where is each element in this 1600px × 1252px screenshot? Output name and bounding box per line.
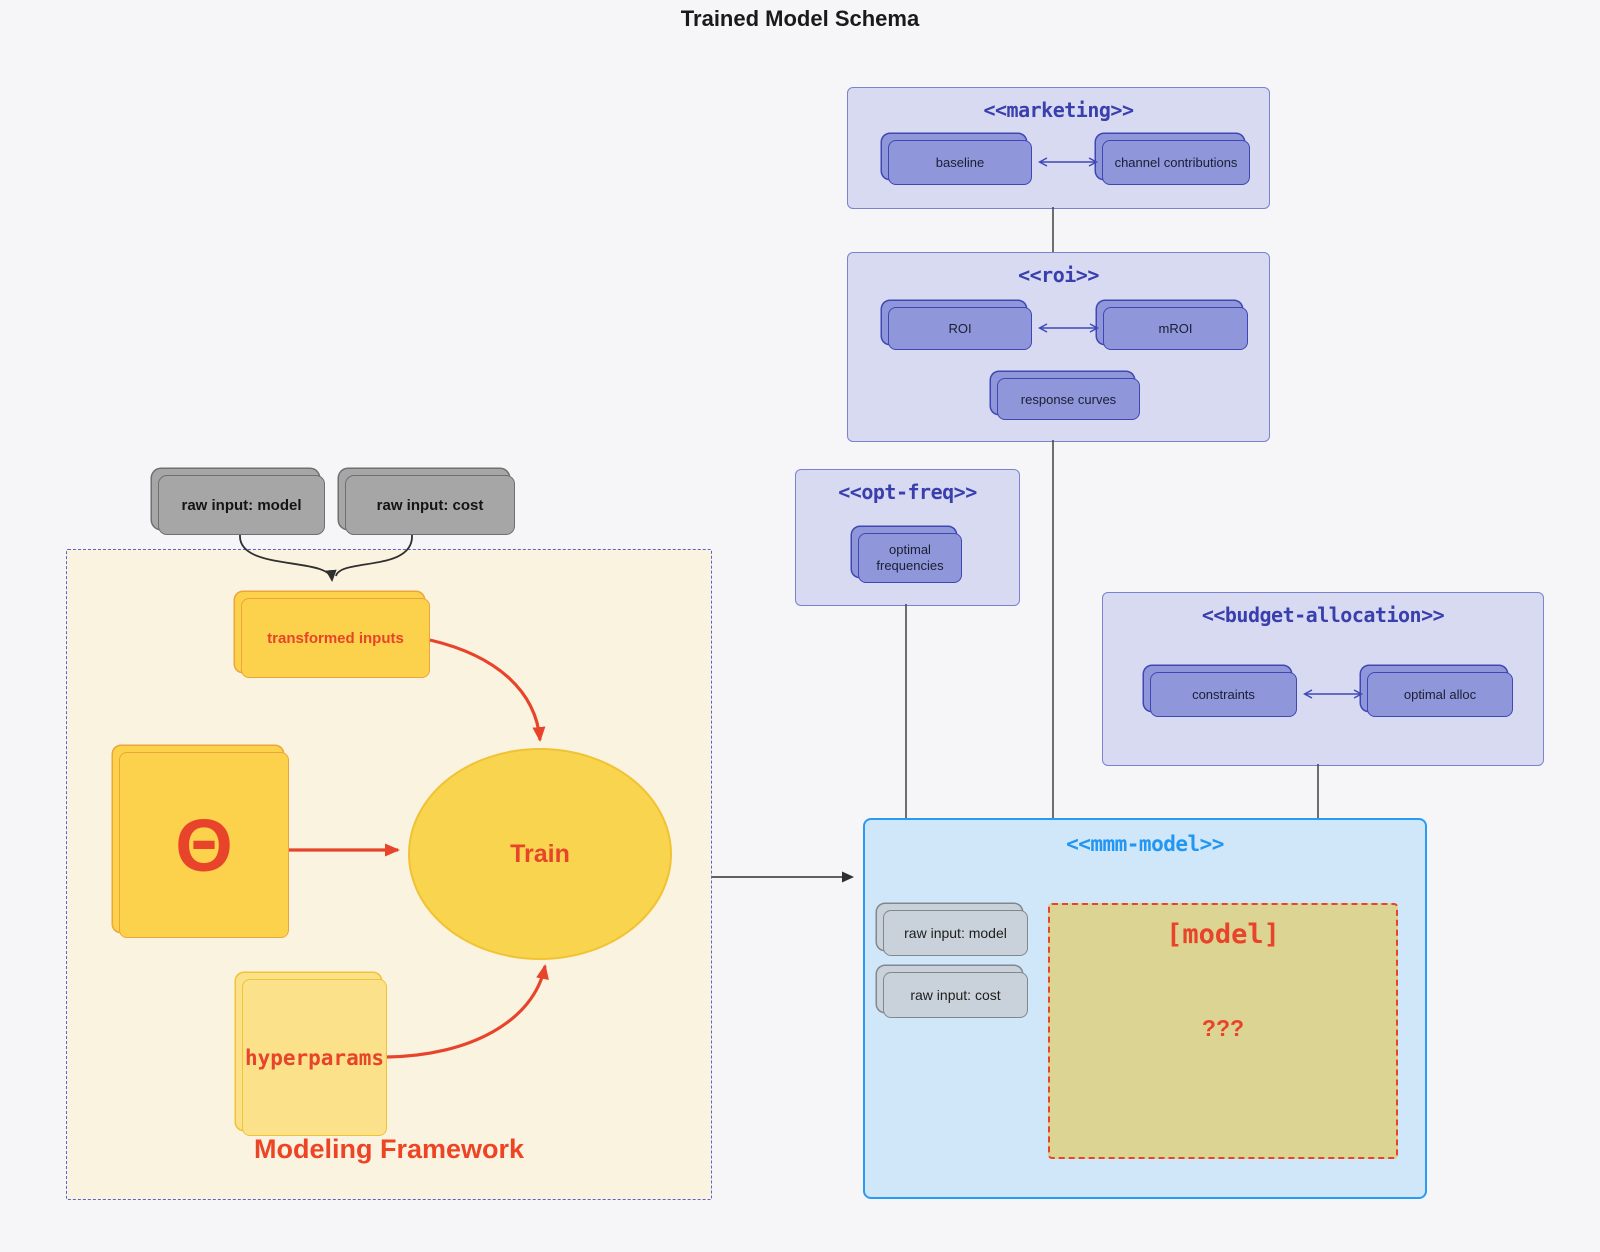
group-opt-freq-title: <<opt-freq>> <box>838 480 977 504</box>
node-roi: ROI <box>888 307 1032 350</box>
node-train: Train <box>408 748 672 960</box>
model-placeholder-title: [model] <box>1166 919 1280 950</box>
node-theta: Θ <box>119 752 289 938</box>
model-placeholder-body: ??? <box>1201 1015 1245 1041</box>
node-channel-contributions: channel contributions <box>1102 140 1250 185</box>
group-marketing-title: <<marketing>> <box>983 98 1134 122</box>
page-title: Trained Model Schema <box>680 6 920 31</box>
node-response-curves: response curves <box>997 378 1140 420</box>
node-transformed-inputs: transformed inputs <box>241 598 430 678</box>
node-mroi: mROI <box>1103 307 1248 350</box>
node-mmm-raw-input-cost: raw input: cost <box>883 972 1028 1018</box>
group-mmm-model-title: <<mmm-model>> <box>1066 832 1224 856</box>
node-optimal-alloc: optimal alloc <box>1367 672 1513 717</box>
node-baseline: baseline <box>888 140 1032 185</box>
node-constraints: constraints <box>1150 672 1297 717</box>
node-optimal-frequencies: optimal frequencies <box>858 533 962 583</box>
node-raw-input-model: raw input: model <box>158 475 325 535</box>
group-roi-title: <<roi>> <box>1018 263 1099 287</box>
group-modeling-framework-title: Modeling Framework <box>253 1134 525 1164</box>
node-model-placeholder: [model] ??? <box>1048 903 1398 1159</box>
node-mmm-raw-input-model: raw input: model <box>883 910 1028 956</box>
group-budget-allocation-title: <<budget-allocation>> <box>1201 603 1445 627</box>
node-raw-input-cost: raw input: cost <box>345 475 515 535</box>
node-hyperparams: hyperparams <box>242 979 387 1136</box>
